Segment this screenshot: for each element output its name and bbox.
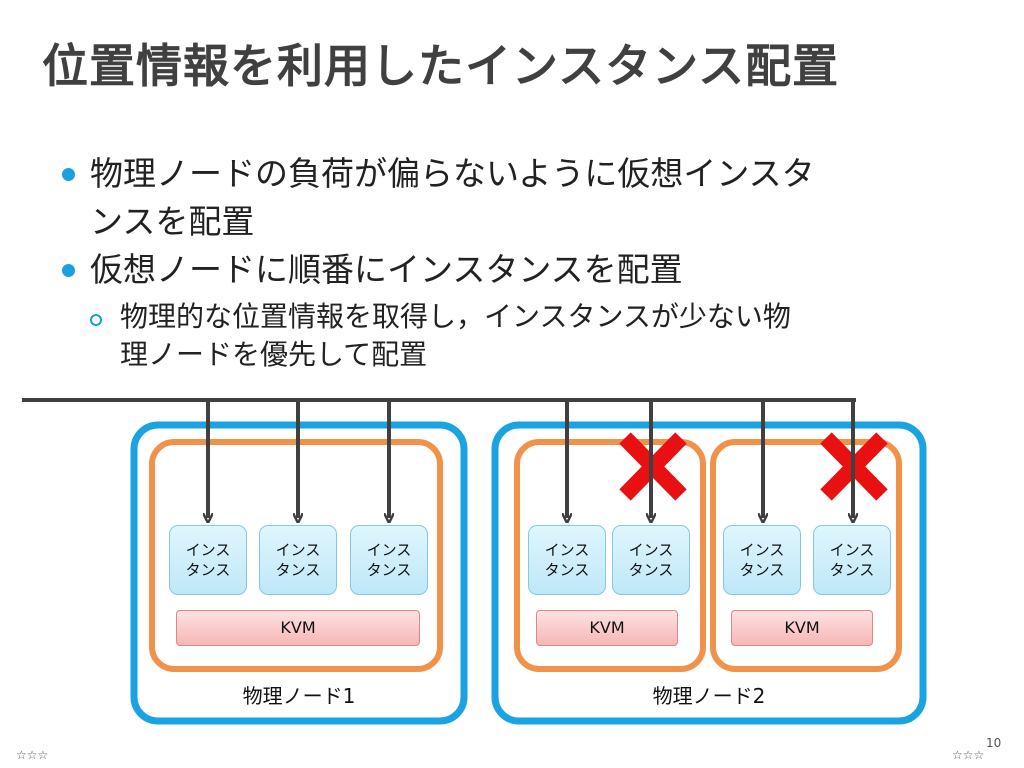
- sub-bullet-1: 物理的な位置情報を取得し，インスタンスが少ない物 理ノードを優先して配置: [58, 298, 978, 374]
- bullet-list: 物理ノードの負荷が偏らないように仮想インスタ ンスを配置 仮想ノードに順番にイン…: [58, 150, 978, 374]
- footer-right: ☆☆☆: [952, 748, 985, 762]
- virtual-node-2-box: [514, 439, 706, 672]
- kvm-bar: KVM: [176, 610, 420, 646]
- instance-box: インスタンス: [259, 525, 337, 595]
- physical-node-2-label: 物理ノード2: [652, 684, 766, 708]
- instance-box: インスタンス: [528, 525, 606, 595]
- instance-box: インスタンス: [169, 525, 247, 595]
- page-number: 10: [986, 736, 1002, 750]
- virtual-node-3-box: [710, 439, 902, 672]
- footer-left: ☆☆☆: [16, 748, 49, 762]
- sub-bullet-1-line-1: 物理的な位置情報を取得し，インスタンスが少ない物: [120, 300, 791, 333]
- bullet-1-line-2: ンスを配置: [90, 202, 255, 241]
- bullet-2-line-1: 仮想ノードに順番にインスタンスを配置: [90, 250, 683, 289]
- instance-box: インスタンス: [813, 525, 891, 595]
- kvm-bar: KVM: [731, 610, 873, 646]
- instance-box: インスタンス: [350, 525, 428, 595]
- kvm-bar: KVM: [536, 610, 678, 646]
- bullet-1-line-1: 物理ノードの負荷が偏らないように仮想インスタ: [90, 154, 815, 193]
- bullet-dot-icon: [62, 264, 75, 277]
- instance-box: インスタンス: [612, 525, 690, 595]
- instance-box: インスタンス: [723, 525, 801, 595]
- physical-node-1-label: 物理ノード1: [242, 684, 356, 708]
- bullet-dot-icon: [62, 168, 75, 181]
- sub-bullet-1-line-2: 理ノードを優先して配置: [120, 338, 428, 371]
- bullet-1: 物理ノードの負荷が偏らないように仮想インスタ ンスを配置: [58, 150, 978, 246]
- physical-node-2-box: [491, 421, 927, 725]
- slide-title: 位置情報を利用したインスタンス配置: [42, 39, 840, 93]
- bullet-2: 仮想ノードに順番にインスタンスを配置: [58, 246, 978, 294]
- sub-bullet-ring-icon: [90, 314, 102, 326]
